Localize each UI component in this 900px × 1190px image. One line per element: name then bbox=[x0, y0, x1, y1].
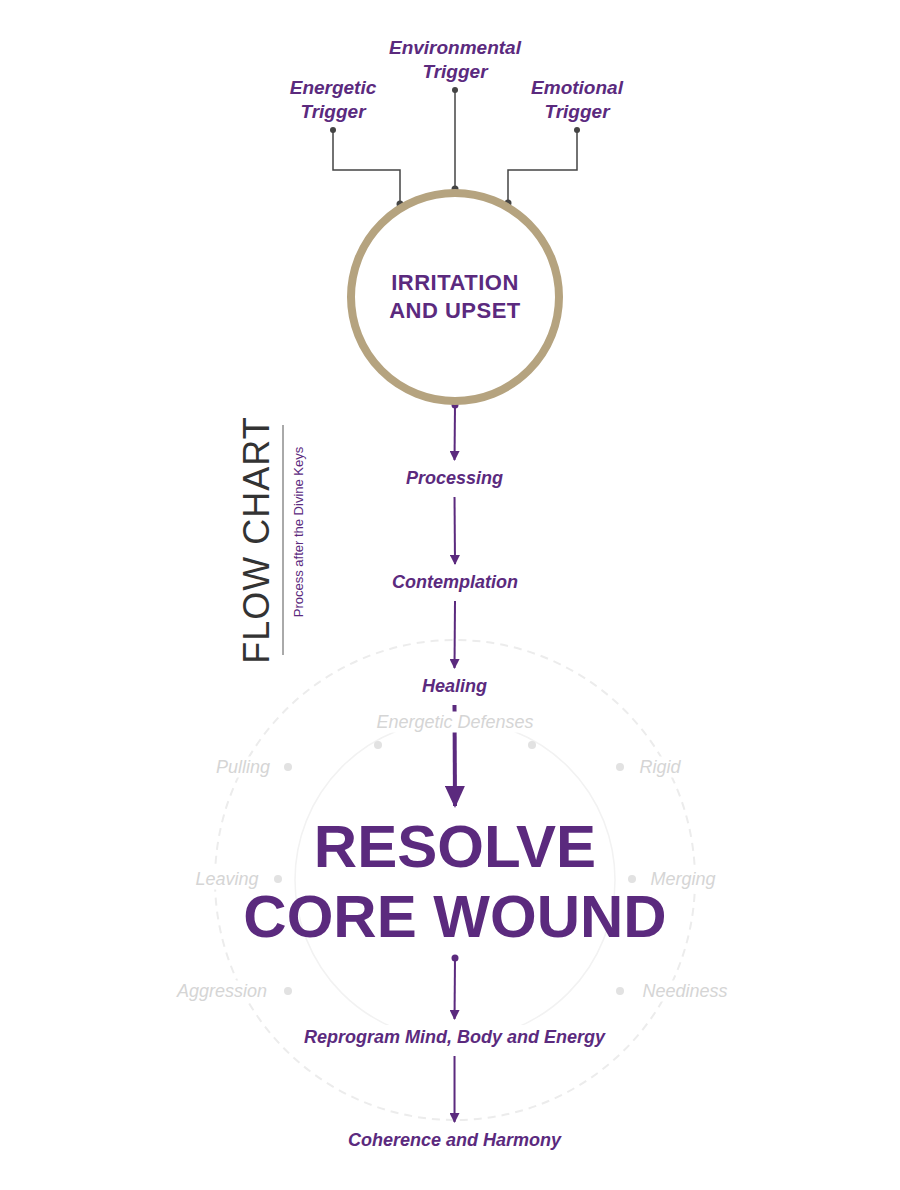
flow-arrow bbox=[454, 1056, 456, 1122]
chart-subtitle: Process after the Divine Keys bbox=[291, 447, 306, 618]
flow-arrow bbox=[454, 601, 456, 668]
process-step: Processing bbox=[402, 466, 507, 491]
leader-line bbox=[454, 90, 456, 189]
node-text: Processing bbox=[406, 468, 503, 489]
watermark-ring bbox=[215, 640, 695, 1120]
watermark-label: Energetic Defenses bbox=[373, 712, 536, 733]
state-circle: IRRITATION AND UPSET bbox=[347, 189, 563, 405]
node-text: Emotional Trigger bbox=[502, 76, 652, 124]
trigger-label: Environmental Trigger bbox=[380, 36, 530, 84]
chart-title: FLOW CHART bbox=[236, 416, 278, 663]
process-step: Reprogram Mind, Body and Energy bbox=[300, 1025, 609, 1050]
node-text: Coherence and Harmony bbox=[348, 1130, 561, 1151]
title-rule bbox=[283, 425, 284, 655]
trigger-label: Emotional Trigger bbox=[502, 76, 652, 124]
node-text: Reprogram Mind, Body and Energy bbox=[304, 1027, 605, 1048]
watermark-label: Pulling bbox=[213, 757, 273, 778]
leader-line bbox=[508, 130, 577, 203]
connector-dot bbox=[452, 955, 459, 962]
node-text: Healing bbox=[422, 676, 487, 697]
node-text: Environmental Trigger bbox=[380, 36, 530, 84]
watermark-label: Rigid bbox=[636, 757, 683, 778]
node-text: Contemplation bbox=[392, 572, 518, 593]
leader-line bbox=[333, 130, 400, 204]
process-step: Contemplation bbox=[388, 570, 522, 595]
node-text: Energetic Trigger bbox=[258, 76, 408, 124]
connector-dot bbox=[330, 127, 336, 133]
connector-dot bbox=[574, 127, 580, 133]
node-text: IRRITATION AND UPSET bbox=[370, 269, 540, 325]
node-text: RESOLVE CORE WOUND bbox=[230, 812, 680, 952]
circle-outline bbox=[347, 189, 563, 405]
process-step: Coherence and Harmony bbox=[344, 1128, 565, 1153]
flow-arrow bbox=[454, 405, 456, 460]
goal-heading: RESOLVE CORE WOUND bbox=[230, 812, 680, 952]
connector-dot bbox=[452, 87, 458, 93]
watermark-label: Aggression bbox=[174, 981, 270, 1002]
process-step: Healing bbox=[418, 674, 491, 699]
flow-arrow bbox=[454, 497, 456, 564]
flow-arrow bbox=[454, 958, 456, 1019]
trigger-label: Energetic Trigger bbox=[258, 76, 408, 124]
watermark-label: Leaving bbox=[192, 869, 261, 890]
watermark-label: Neediness bbox=[639, 981, 730, 1002]
watermark-label: Merging bbox=[647, 869, 718, 890]
